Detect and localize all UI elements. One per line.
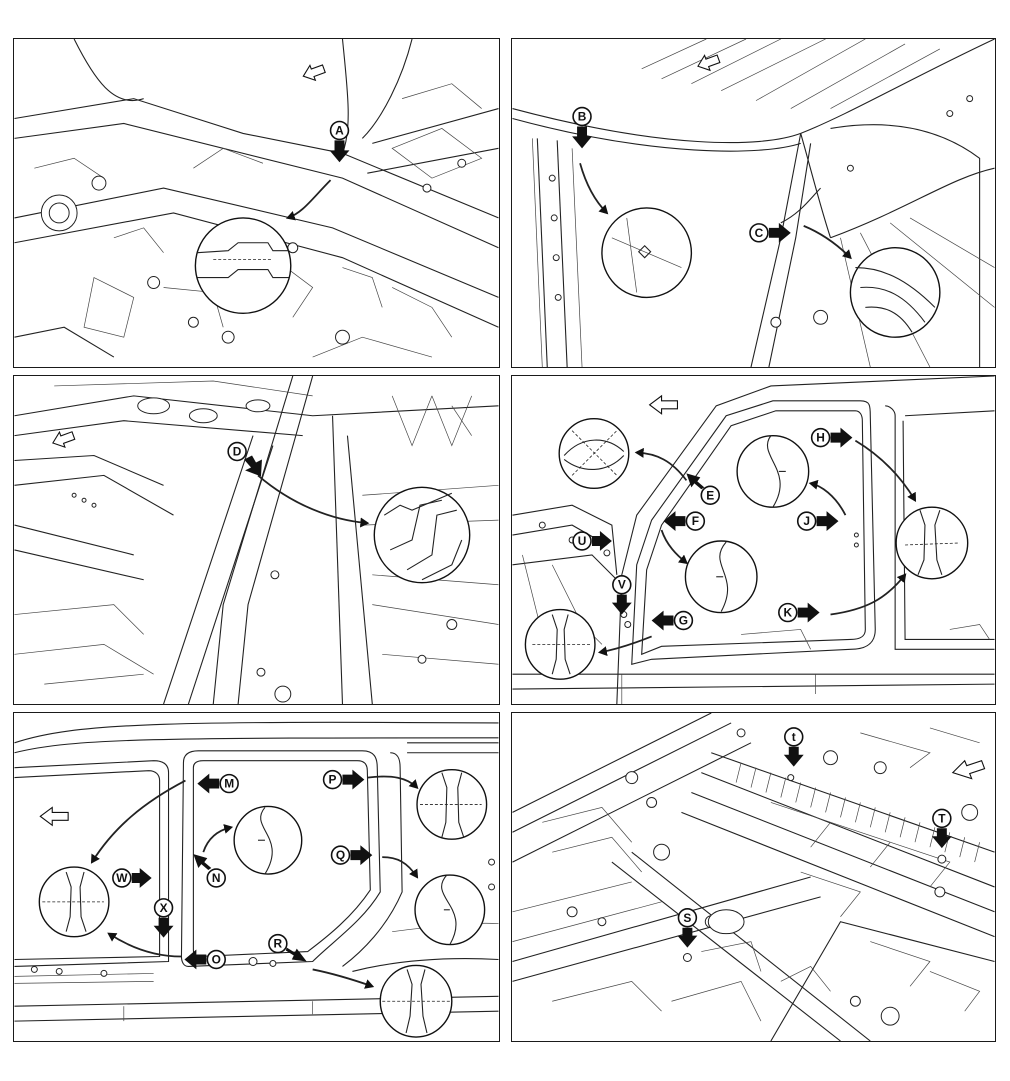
label-g: G — [679, 614, 688, 628]
leader-arrow-n — [202, 824, 234, 853]
callout-n: N — [193, 854, 226, 888]
leader-arrow-q — [382, 856, 419, 879]
leader-arrow-b — [579, 163, 609, 215]
leader-arrow-r — [312, 968, 375, 989]
label-r: R — [274, 937, 283, 951]
forward-arrow-icon — [52, 430, 76, 448]
label-lower-t: t — [792, 730, 796, 744]
callout-m: M — [197, 773, 239, 794]
forward-arrow-icon — [697, 54, 721, 72]
label-d: D — [233, 445, 242, 459]
panel-front-cowl: A — [13, 38, 500, 368]
front-cowl-drawing: A — [14, 39, 499, 358]
leader-arrow-a — [285, 179, 332, 221]
body-structure-lines — [512, 713, 995, 1041]
callout-r: R — [268, 933, 307, 962]
a-pillar-roof-drawing: B C — [512, 39, 995, 367]
callout-h: H — [810, 427, 853, 448]
panel-front-door-opening: H E F J U V G — [511, 375, 996, 705]
detail-view-m-o — [38, 866, 110, 938]
label-w: W — [116, 871, 128, 885]
detail-view-d — [373, 486, 471, 584]
detail-view-n — [233, 805, 303, 875]
label-o: O — [212, 952, 221, 966]
label-h: H — [816, 431, 825, 445]
leader-arrow-f — [660, 529, 688, 565]
callout-s: S — [677, 908, 698, 948]
callout-a: A — [329, 120, 350, 163]
leader-arrow-e — [634, 447, 688, 481]
callout-e: E — [686, 473, 721, 506]
callout-p: P — [322, 769, 365, 790]
forward-arrow-icon — [648, 394, 679, 415]
floor-drawing: t T S — [512, 713, 995, 1041]
detail-view-e — [558, 418, 630, 490]
detail-view-c — [849, 247, 941, 338]
detail-view-h-k — [895, 506, 969, 580]
callout-d: D — [227, 441, 262, 477]
panel-a-pillar-floor: D — [13, 375, 500, 705]
callout-lower-t: t — [783, 727, 804, 767]
leader-arrow-o — [107, 932, 182, 958]
detail-view-g — [524, 608, 596, 680]
label-j: J — [803, 514, 810, 528]
label-s: S — [683, 911, 691, 925]
leader-arrow-h — [854, 439, 917, 502]
callout-w: W — [112, 868, 152, 888]
callout-x: X — [153, 898, 174, 938]
callout-v: V — [611, 574, 632, 615]
label-p: P — [329, 773, 337, 787]
panel-rear-door-opening: M P N W Q X O — [13, 712, 500, 1042]
label-a: A — [335, 123, 344, 137]
panel-a-pillar-roof: B C — [511, 38, 996, 368]
forward-arrow-icon — [951, 759, 986, 780]
callout-o: O — [184, 949, 226, 970]
label-q: Q — [336, 848, 345, 862]
callout-b: B — [572, 106, 592, 149]
callout-u: U — [572, 531, 612, 551]
a-pillar-floor-drawing: D — [14, 376, 499, 704]
callout-j: J — [796, 511, 839, 532]
detail-view-f — [684, 540, 758, 614]
label-f: F — [692, 514, 699, 528]
label-k: K — [783, 606, 792, 620]
forward-arrow-icon — [39, 806, 69, 827]
detail-view-q — [414, 874, 486, 946]
callout-g: G — [651, 610, 694, 631]
rear-door-opening-drawing: M P N W Q X O — [14, 721, 499, 1038]
leader-arrow-c — [803, 225, 852, 260]
label-x: X — [160, 901, 168, 915]
callout-k: K — [778, 602, 820, 623]
bolt-holes — [30, 858, 496, 977]
bolt-holes — [566, 728, 979, 1026]
leader-arrow-g — [597, 635, 652, 656]
label-m: M — [224, 777, 234, 791]
floor-ribs — [735, 762, 980, 863]
label-v: V — [618, 578, 626, 592]
panel-floor: t T S — [511, 712, 996, 1042]
detail-view-j — [736, 434, 810, 508]
leader-arrow-m — [90, 779, 186, 864]
label-u: U — [578, 534, 587, 548]
callout-c: C — [749, 222, 791, 243]
bolt-holes — [40, 158, 467, 345]
detail-view-p — [416, 768, 488, 840]
leader-arrow-k — [830, 573, 907, 616]
leader-arrow-d — [257, 474, 370, 528]
bolt-holes — [71, 397, 458, 703]
callout-t: T — [931, 808, 952, 849]
leader-arrow-j — [808, 479, 847, 516]
label-e: E — [706, 488, 714, 502]
label-c: C — [755, 226, 764, 240]
detail-view-r — [379, 964, 453, 1038]
forward-arrow-icon — [302, 64, 326, 82]
callout-q: Q — [330, 845, 373, 866]
detail-view-b — [601, 207, 693, 299]
front-door-opening-drawing: H E F J U V G — [512, 376, 995, 704]
leader-arrow-p — [367, 775, 419, 789]
label-n: N — [212, 871, 221, 885]
detail-view-a — [194, 217, 292, 315]
label-t: T — [938, 811, 946, 825]
label-b: B — [578, 110, 587, 124]
